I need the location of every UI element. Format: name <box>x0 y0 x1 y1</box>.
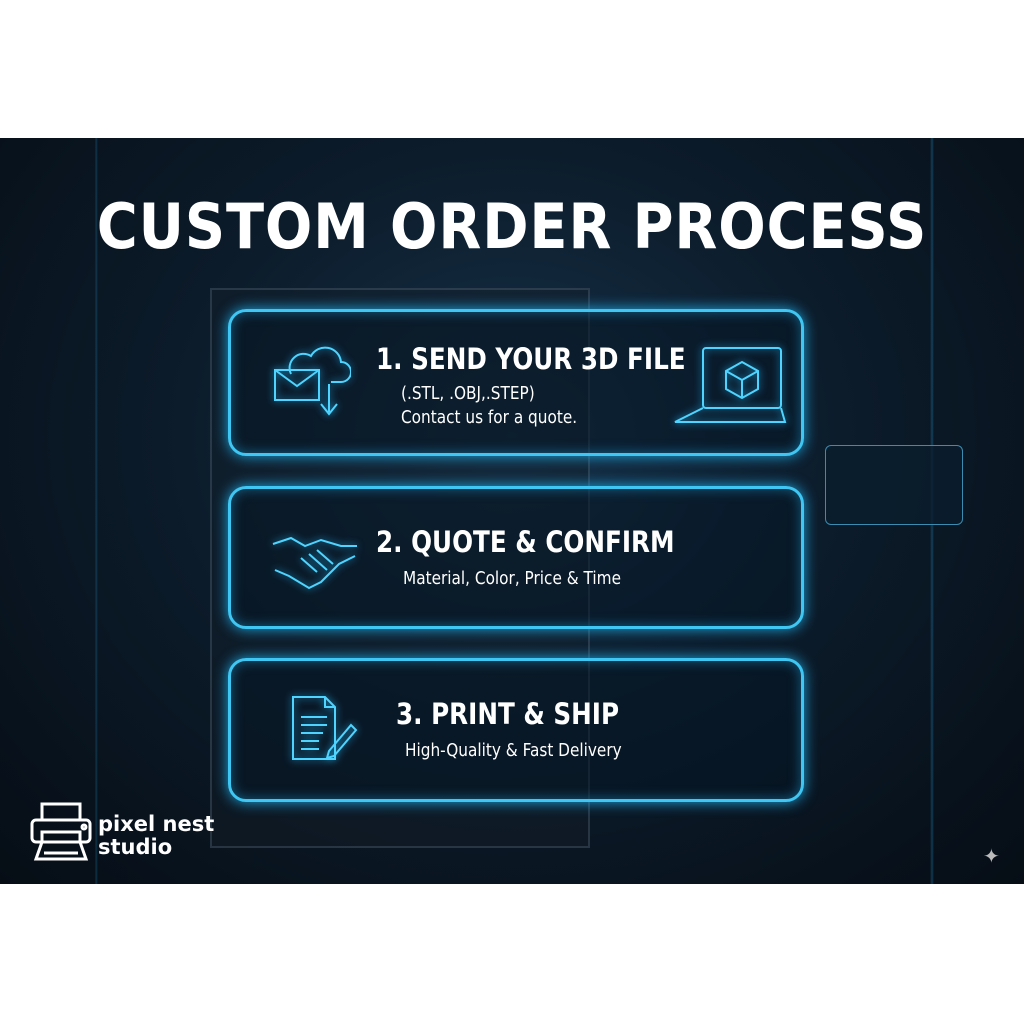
step-heading: 3. PRINT & SHIP <box>396 697 620 731</box>
step-card-quote-confirm: 2. QUOTE & CONFIRM Material, Color, Pric… <box>228 486 804 629</box>
step-card-send-file: 1. SEND YOUR 3D FILE (.STL, .OBJ,.STEP) … <box>228 309 804 456</box>
step-description: Contact us for a quote. <box>401 407 578 428</box>
brand-name: pixel nest studio <box>98 813 214 859</box>
brand-line-2: studio <box>98 835 173 859</box>
handshake-icon <box>272 536 357 590</box>
brand-line-1: pixel nest <box>98 812 215 836</box>
page-title: CUSTOM ORDER PROCESS <box>96 190 928 263</box>
step-description: Material, Color, Price & Time <box>403 568 621 589</box>
step-heading: 1. SEND YOUR 3D FILE <box>376 342 686 376</box>
step-heading: 2. QUOTE & CONFIRM <box>376 525 675 559</box>
document-pen-icon <box>292 696 358 760</box>
email-cloud-upload-icon <box>274 346 351 416</box>
laptop-cube-icon <box>674 347 787 423</box>
infographic: CUSTOM ORDER PROCESS 1. SEND YOUR 3D FIL… <box>0 138 1024 884</box>
sparkle-icon: ✦ <box>983 844 1000 868</box>
step-formats: (.STL, .OBJ,.STEP) <box>401 383 535 404</box>
dashboard-screen-decoration <box>825 445 963 525</box>
printer-logo-icon <box>30 802 92 861</box>
step-card-print-ship: 3. PRINT & SHIP High-Quality & Fast Deli… <box>228 658 804 802</box>
step-description: High-Quality & Fast Delivery <box>405 740 622 761</box>
